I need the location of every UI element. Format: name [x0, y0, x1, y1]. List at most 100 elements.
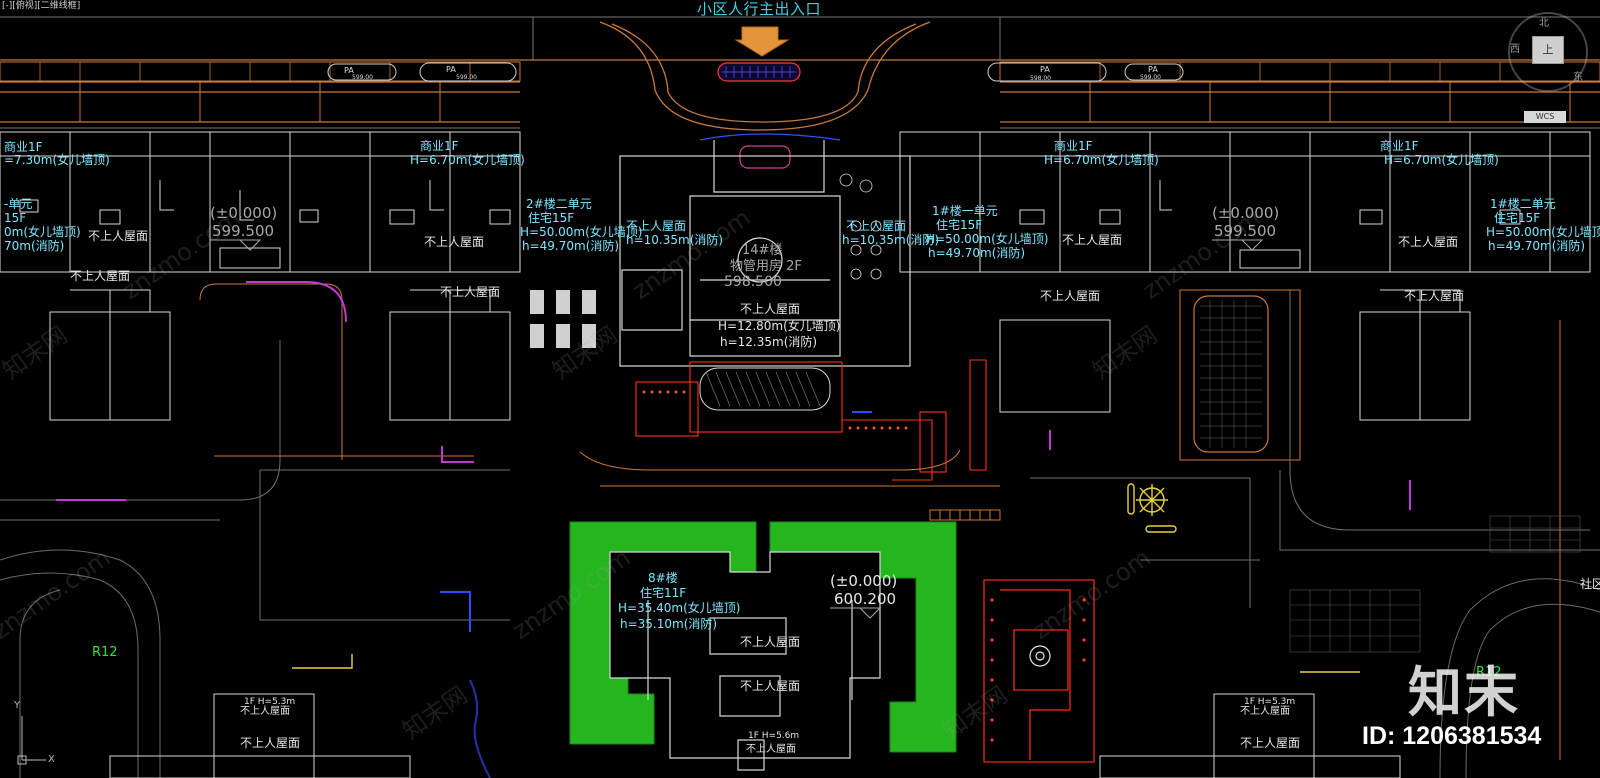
- path-lines: [579, 449, 1000, 487]
- viewport-label[interactable]: [-][俯视][二维线框]: [2, 1, 81, 11]
- annotation-text: h=12.35m(消防): [720, 334, 817, 349]
- top-road: [0, 59, 1600, 123]
- entrance-arrow: [734, 26, 790, 57]
- feature-court-dots: [642, 390, 908, 430]
- annotation-text: h=10.35m(消防): [842, 232, 939, 247]
- feature-court: [699, 367, 831, 411]
- management-building: [619, 155, 911, 367]
- level-mark: 600.200: [834, 590, 896, 608]
- annotation-text: 不上人屋面: [740, 635, 800, 649]
- annotation-text: 社区: [1580, 576, 1600, 591]
- annotation-text: 不上人屋面: [1062, 233, 1122, 247]
- annotation-text: 1#楼一单元: [932, 203, 998, 218]
- level-triangles: [210, 239, 1264, 619]
- annotation-text: 不上人屋面: [1404, 289, 1464, 303]
- ucs-x-label: X: [48, 754, 55, 765]
- annotation-text: R12: [1476, 665, 1502, 680]
- parking-elevation: 599.00: [456, 74, 477, 81]
- annotation-text: 住宅11F: [640, 585, 686, 600]
- landscape-paths-gray: [0, 290, 1600, 621]
- building8: [609, 551, 881, 771]
- planter-dividers: [39, 62, 1501, 81]
- pergola-orange: [929, 509, 1001, 521]
- level-mark: 物管用房 2F: [730, 258, 802, 274]
- annotation-text: R12: [92, 645, 118, 660]
- entrance-title: 小区人行主出入口: [697, 0, 822, 18]
- annotation-text: h=49.70m(消防): [522, 238, 619, 253]
- annotation-text: 不上人屋面: [440, 285, 500, 299]
- annotation-text: h=49.70m(消防): [1488, 238, 1585, 253]
- annotation-text: 不上人屋面: [1240, 736, 1300, 750]
- annotation-text: H=6.70m(女儿墙顶): [1044, 152, 1159, 167]
- road-curve-right: [1439, 578, 1600, 778]
- annotation-text: H=12.80m(女儿墙顶): [718, 318, 841, 333]
- annotation-text: 1#楼二单元: [1490, 196, 1556, 211]
- parking-label: PA: [446, 65, 456, 74]
- annotation-text: 8#楼: [648, 570, 678, 585]
- annotation-text: 0m(女儿墙顶): [4, 224, 81, 239]
- annotation-text: 住宅15F: [1494, 210, 1540, 225]
- magenta-lines: [56, 281, 1411, 510]
- road-curve-left: [0, 549, 161, 778]
- annotation-text: H=50.00m(女儿墙顶): [926, 231, 1049, 246]
- ucs-icon: [17, 716, 46, 765]
- annotation-text: -单元: [4, 197, 32, 211]
- viewcube-east[interactable]: 东: [1573, 72, 1583, 83]
- annotation-text: 不上人屋面: [740, 302, 800, 316]
- annotation-text: h=49.70m(消防): [928, 245, 1025, 260]
- annotation-text: H=50.00m(女儿墙顶): [520, 224, 643, 239]
- annotation-text: 商业1F: [1054, 138, 1093, 153]
- annotation-text: 商业1F: [420, 138, 459, 153]
- blue-lines: [440, 411, 872, 632]
- level-mark: (±0.000): [210, 204, 277, 222]
- parking-label: PA: [1040, 65, 1050, 74]
- pergola-dots: [990, 598, 1086, 742]
- annotation-text: 1F H=5.3m: [1244, 697, 1295, 707]
- shop-row-left: [0, 131, 521, 273]
- viewcube[interactable]: [1508, 12, 1588, 92]
- annotation-text: 商业1F: [1380, 138, 1419, 153]
- annotation-text: 不上人屋面: [746, 743, 796, 755]
- grass-grid: [1193, 295, 1269, 453]
- level-mark: 599.500: [1214, 222, 1276, 240]
- annotation-text: 不上人屋面: [846, 219, 906, 233]
- annotation-text: 商业1F: [4, 139, 43, 154]
- annotation-text: 不上人屋面: [740, 679, 800, 693]
- parking-spots: [327, 62, 1184, 82]
- wcs-menu[interactable]: WCS: [1524, 111, 1566, 123]
- watermark-logo: 知末: [1408, 661, 1520, 724]
- pergola-red: [983, 579, 1095, 763]
- annotation-text: 不上人屋面: [1398, 235, 1458, 249]
- annotation-text: 不上人屋面: [424, 235, 484, 249]
- level-mark: (±0.000): [830, 572, 897, 590]
- annotation-text: 不上人屋面: [240, 705, 290, 717]
- annotation-text: h=10.35m(消防): [626, 232, 723, 247]
- yellow-lines: [292, 483, 1360, 673]
- feature-court-red: [635, 359, 987, 481]
- annotation-text: h=35.10m(消防): [620, 616, 717, 631]
- viewcube-north[interactable]: 北: [1539, 18, 1549, 29]
- entrance-grate: [717, 62, 801, 82]
- viewcube-top-face[interactable]: 上: [1532, 36, 1564, 64]
- cafe-tables: [839, 173, 882, 280]
- annotation-text: 15F: [4, 211, 26, 225]
- viewcube-west[interactable]: 西: [1510, 44, 1520, 55]
- annotation-text: 住宅15F: [528, 210, 574, 225]
- annotation-text: H=6.70m(女儿墙顶): [410, 152, 525, 167]
- level-mark: 599.500: [212, 222, 274, 240]
- annotation-text: 住宅15F: [936, 217, 982, 232]
- watermark-id: ID: 1206381534: [1362, 722, 1542, 750]
- annotation-text: 不上人屋面: [88, 229, 148, 243]
- road-edge-lines: [0, 16, 1600, 129]
- annotation-text: 不上人屋面: [70, 269, 130, 283]
- annotation-text: 1F H=5.3m: [244, 697, 295, 707]
- parking-elevation: 599.00: [352, 74, 373, 81]
- parking-elevation: 599.00: [1140, 74, 1161, 81]
- entrance-plaza: [599, 21, 931, 131]
- annotation-text: 2#楼二单元: [526, 196, 592, 211]
- level-mark: (±0.000): [1212, 204, 1279, 222]
- annotation-text: 70m(消防): [4, 238, 64, 253]
- planter-strip: [0, 61, 1600, 122]
- parking-elevation: 598.00: [1030, 75, 1051, 82]
